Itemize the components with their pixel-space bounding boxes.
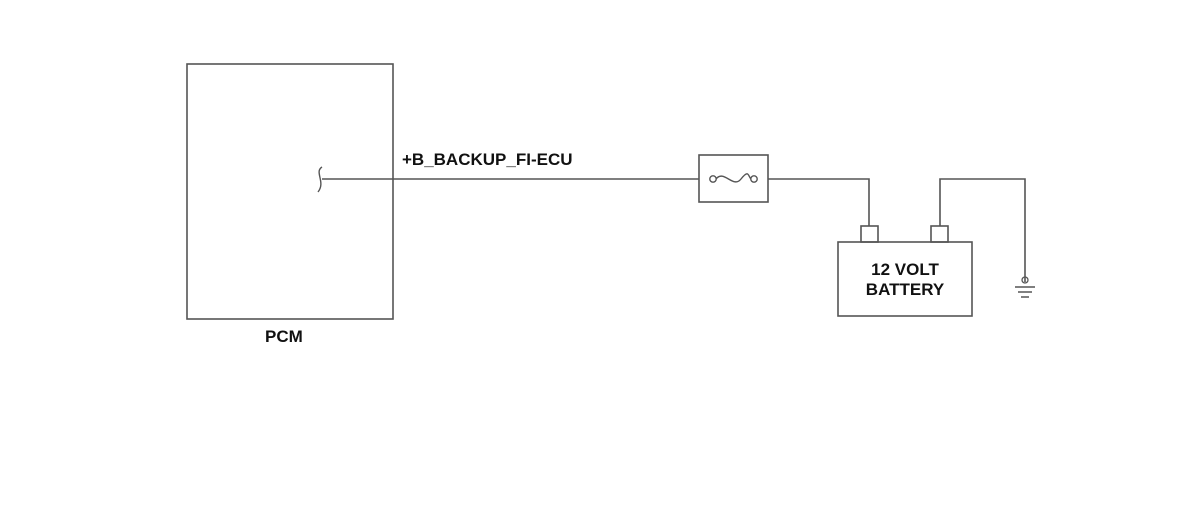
pcm-box (186, 63, 394, 320)
battery-label-line2: BATTERY (865, 280, 945, 299)
pcm-label: PCM (265, 327, 303, 346)
battery-label-line1: 12 VOLT (871, 260, 939, 279)
pcm-connector-terminal (317, 166, 323, 193)
battery-positive-terminal (860, 225, 879, 243)
fuse-symbol (709, 173, 758, 183)
ground-icon (1015, 276, 1035, 298)
battery-negative-terminal (930, 225, 949, 243)
battery-label: 12 VOLT BATTERY (838, 260, 972, 300)
wire-label: +B_BACKUP_FI-ECU (402, 150, 573, 169)
wire-fuse-to-battery (768, 178, 870, 226)
battery-box (837, 241, 973, 317)
wire-battery-to-ground (939, 178, 1026, 282)
